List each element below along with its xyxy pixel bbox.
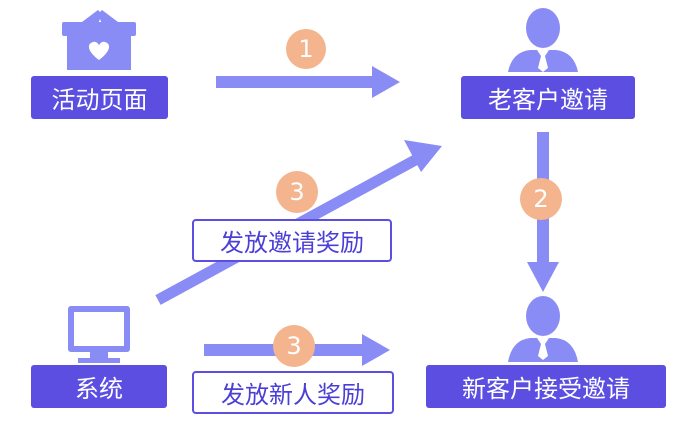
label-newcomer-reward: 发放新人奖励 <box>192 371 394 414</box>
step-badge-3-newcomer-text: 3 <box>286 332 301 360</box>
node-system-label: 系统 <box>75 375 123 403</box>
step-badge-3-invite: 3 <box>276 171 318 213</box>
node-activity-page-label: 活动页面 <box>51 86 148 114</box>
arrow-step-1 <box>216 66 400 98</box>
label-invite-reward: 发放邀请奖励 <box>192 219 392 262</box>
node-old-customer: 老客户邀请 <box>461 76 635 119</box>
step-badge-2-text: 2 <box>533 185 548 213</box>
step-badge-3-newcomer: 3 <box>273 325 315 367</box>
node-system: 系统 <box>31 365 167 408</box>
label-invite-reward-text: 发放邀请奖励 <box>220 229 364 257</box>
step-badge-2: 2 <box>520 178 562 220</box>
step-badge-3-invite-text: 3 <box>289 178 304 206</box>
person-tie-icon <box>508 296 578 362</box>
node-new-customer: 新客户接受邀请 <box>426 365 666 408</box>
node-old-customer-label: 老客户邀请 <box>488 86 608 114</box>
step-badge-1-text: 1 <box>298 35 313 63</box>
node-new-customer-label: 新客户接受邀请 <box>462 375 630 403</box>
gift-heart-icon <box>62 10 136 70</box>
step-badge-1: 1 <box>286 29 326 69</box>
label-newcomer-reward-text: 发放新人奖励 <box>221 381 365 409</box>
person-tie-icon <box>508 8 578 72</box>
node-activity-page: 活动页面 <box>31 76 168 119</box>
computer-monitor-icon <box>68 306 130 363</box>
